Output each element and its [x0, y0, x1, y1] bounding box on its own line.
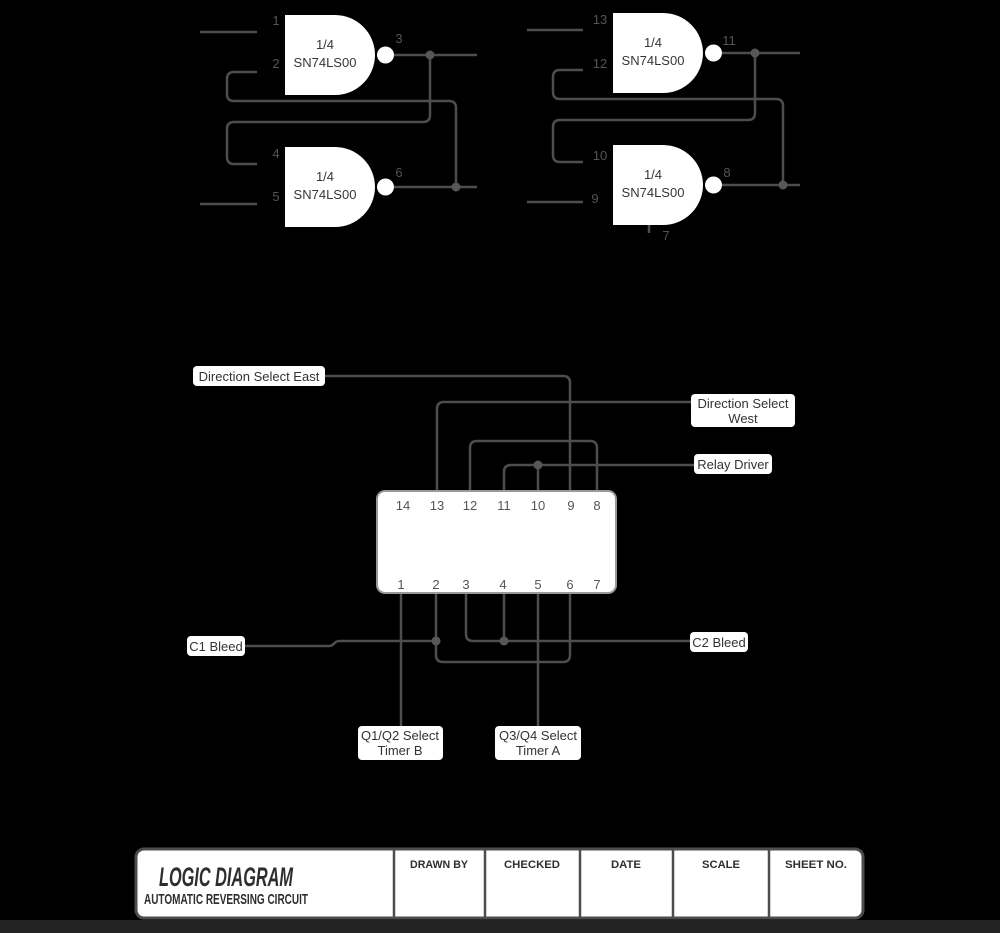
label-relay-driver: Relay Driver — [697, 457, 769, 472]
title-block-title: LOGIC DIAGRAM — [159, 862, 293, 892]
pin-number-9: 9 — [591, 191, 598, 206]
nand-gate-3-label: 1/4 — [644, 35, 662, 50]
chip-pin-10: 10 — [531, 498, 545, 513]
chip-pin-14: 14 — [396, 498, 410, 513]
title-block-frame — [134, 847, 865, 920]
nand-gate-2-bubble — [377, 178, 394, 196]
label-q3q4-select-box — [495, 726, 581, 760]
chip-pin-4: 4 — [499, 577, 506, 592]
junction-dot — [451, 182, 461, 192]
chip-pin-8: 8 — [593, 498, 600, 513]
pin-number-2: 2 — [272, 56, 279, 71]
junction-dot — [750, 48, 760, 58]
wire-pin3-to-c2-bleed — [464, 593, 690, 643]
label-q1q2-select-line1: Q1/Q2 Select — [361, 728, 439, 743]
title-block-col-sheet-no: SHEET NO. — [785, 859, 847, 871]
wire-c1-bleed — [245, 639, 436, 648]
wire-pin2-to-pin6 — [434, 593, 572, 664]
pin-number-8: 8 — [723, 165, 730, 180]
nand-gate-3-body — [613, 13, 703, 93]
nand-gate-1-body — [285, 15, 375, 95]
pin-number-3: 3 — [395, 31, 402, 46]
chip-pin-3: 3 — [462, 577, 469, 592]
wire-direction-east — [325, 374, 572, 491]
canvas-bottom-bar — [0, 920, 1000, 933]
wire-feedback-out8-to-pin12 — [551, 68, 785, 185]
title-block-col-date: DATE — [611, 859, 641, 871]
nand-gate-1-label: 1/4 — [316, 37, 334, 52]
wire-bridge-pin12-pin8 — [468, 439, 599, 491]
pin-number-12: 12 — [593, 56, 607, 71]
wire-relay-driver — [502, 463, 694, 491]
label-q1q2-select-line2: Timer B — [377, 743, 422, 758]
junction-dot — [425, 50, 435, 60]
chip-pin-13: 13 — [430, 498, 444, 513]
net-labels: Direction Select East Direction Select W… — [187, 366, 795, 760]
pin-number-13: 13 — [593, 12, 607, 27]
label-direction-select-west-line1: Direction Select — [697, 396, 788, 411]
junction-dot — [778, 180, 788, 190]
nand-latch-left: 1/4 SN74LS00 1 2 3 1/4 SN74LS00 4 5 6 — [200, 13, 477, 227]
nand-latch-right: 1/4 SN74LS00 13 12 11 1/4 SN74LS00 10 9 … — [527, 12, 800, 243]
label-q1q2-select-box — [358, 726, 443, 760]
chip-pin-12: 12 — [463, 498, 477, 513]
wire-direction-west — [435, 400, 691, 491]
label-relay-driver-box — [694, 454, 772, 474]
label-c1-bleed-box — [187, 636, 245, 656]
pin-number-6: 6 — [395, 165, 402, 180]
junction-dot — [499, 636, 509, 646]
nand-gate-4-body — [613, 145, 703, 225]
nand-gate-4-bubble — [705, 176, 722, 194]
chip-pin-6: 6 — [566, 577, 573, 592]
nand-gate-2-label: 1/4 — [316, 169, 334, 184]
junction-dot — [431, 636, 441, 646]
pin-number-10: 10 — [593, 148, 607, 163]
title-block-col-drawn-by: DRAWN BY — [410, 859, 469, 871]
chip-pin-7: 7 — [593, 577, 600, 592]
wire-feedback-out3-to-pin4 — [225, 55, 432, 166]
nand-gate-2-body — [285, 147, 375, 227]
pin-number-4: 4 — [272, 146, 279, 161]
chip-pin-5: 5 — [534, 577, 541, 592]
chip-pin-2: 2 — [432, 577, 439, 592]
chip-pin-1: 1 — [397, 577, 404, 592]
nand-gate-1-bubble — [377, 46, 394, 64]
label-direction-select-east-box — [193, 366, 325, 386]
nand-gate-4-label: 1/4 — [644, 167, 662, 182]
chip-pin-11: 11 — [497, 498, 511, 513]
label-c2-bleed: C2 Bleed — [692, 635, 745, 650]
label-q3q4-select-line1: Q3/Q4 Select — [499, 728, 577, 743]
chip-pin-9: 9 — [567, 498, 574, 513]
chip-body — [376, 490, 617, 594]
title-block-col-checked: CHECKED — [504, 859, 560, 871]
title-block-subtitle: AUTOMATIC REVERSING CIRCUIT — [144, 891, 308, 908]
label-direction-select-west-box — [691, 394, 795, 427]
title-block-col-scale: SCALE — [702, 859, 740, 871]
nand-gate-2-part: SN74LS00 — [294, 187, 357, 202]
nand-gate-1-part: SN74LS00 — [294, 55, 357, 70]
wire-feedback-out6-to-pin2 — [225, 70, 458, 187]
junction-dot — [533, 460, 543, 470]
nand-gate-3-bubble — [705, 44, 722, 62]
pin-number-11: 11 — [722, 33, 736, 48]
label-q3q4-select-line2: Timer A — [516, 743, 561, 758]
nand-gate-4-part: SN74LS00 — [622, 185, 685, 200]
title-block: LOGIC DIAGRAM AUTOMATIC REVERSING CIRCUI… — [134, 847, 865, 920]
wire-feedback-out11-to-pin10 — [551, 53, 757, 164]
pin-number-5: 5 — [272, 189, 279, 204]
label-c1-bleed: C1 Bleed — [189, 639, 242, 654]
ic-section: 14 13 12 11 10 9 8 1 2 3 4 5 6 7 — [245, 374, 694, 726]
label-c2-bleed-box — [690, 632, 748, 652]
label-direction-select-east: Direction Select East — [199, 369, 320, 384]
nand-gate-3-part: SN74LS00 — [622, 53, 685, 68]
pin-number-1: 1 — [272, 13, 279, 28]
label-direction-select-west-line2: West — [728, 411, 758, 426]
pin-number-7: 7 — [662, 228, 669, 243]
